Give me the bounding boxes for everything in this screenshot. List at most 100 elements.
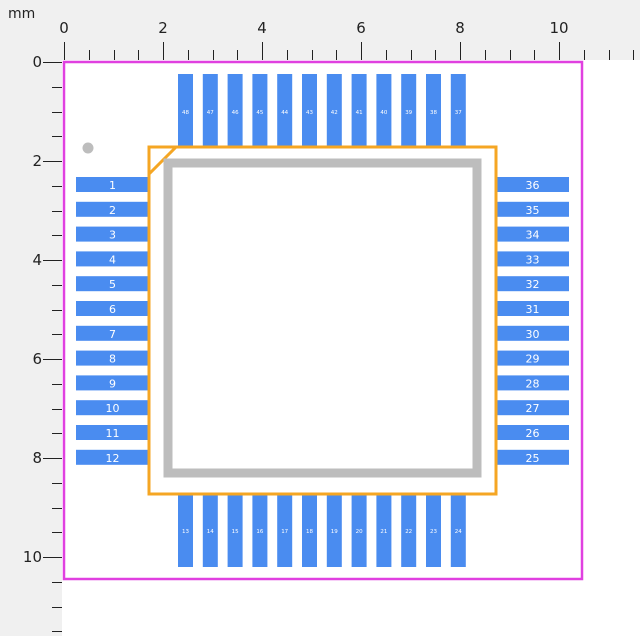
pad-number: 20 — [356, 529, 363, 535]
pad-number: 41 — [356, 110, 363, 116]
pad-number: 32 — [526, 278, 540, 291]
pad-bottom — [326, 494, 342, 567]
pad-number: 11 — [106, 427, 120, 440]
left-ruler-label: 6 — [32, 350, 42, 368]
pad-bottom — [202, 494, 218, 567]
pad-number: 8 — [109, 353, 116, 366]
pad-bottom — [302, 494, 317, 567]
pad-number: 44 — [281, 110, 288, 116]
pad-left — [76, 177, 149, 192]
pad-number: 31 — [526, 303, 540, 316]
pad-top — [302, 74, 317, 147]
pad-left — [76, 400, 149, 416]
pad-number: 21 — [380, 529, 387, 535]
pad-top — [252, 74, 268, 147]
left-ruler-background — [0, 0, 62, 636]
left-ruler-label: 8 — [32, 449, 42, 467]
pad-left — [76, 375, 149, 391]
pad-top — [227, 74, 243, 147]
pad-number: 2 — [109, 204, 116, 217]
pad-right — [496, 350, 569, 366]
pad-number: 48 — [182, 110, 189, 116]
pad-top — [450, 74, 466, 147]
pad-left — [76, 325, 149, 341]
pad-number: 37 — [455, 110, 462, 116]
pad-number: 28 — [526, 377, 540, 390]
pad-right — [496, 177, 569, 192]
left-ruler-label: 0 — [32, 53, 42, 71]
pad-number: 12 — [106, 452, 120, 465]
top-ruler-label: 8 — [455, 19, 465, 37]
pad-number: 30 — [526, 328, 540, 341]
pad-number: 33 — [526, 253, 540, 266]
pad-number: 26 — [526, 427, 540, 440]
pad-left — [76, 350, 149, 366]
pad-right — [496, 301, 569, 316]
pad-number: 25 — [526, 452, 540, 465]
pad-right — [496, 251, 569, 267]
pad-number: 45 — [256, 110, 263, 116]
pad-right — [496, 400, 569, 416]
top-ruler-label: 4 — [257, 19, 267, 37]
courtyard-outline — [62, 60, 584, 581]
pad-bottom — [450, 494, 466, 567]
top-ruler-label: 2 — [158, 19, 168, 37]
pad-top — [426, 74, 441, 147]
pad-number: 27 — [526, 402, 540, 415]
left-ruler-label: 10 — [23, 548, 42, 566]
pad-number: 14 — [207, 529, 214, 535]
pad-number: 15 — [232, 529, 239, 535]
pad-left — [76, 425, 149, 440]
left-ruler-label: 2 — [32, 152, 42, 170]
pad-number: 39 — [405, 110, 412, 116]
pad-bottom — [227, 494, 243, 567]
pad-right — [496, 425, 569, 440]
pad-right — [496, 375, 569, 391]
pad-top — [202, 74, 218, 147]
pad-number: 5 — [109, 278, 116, 291]
pad-right — [496, 226, 569, 242]
pad-bottom — [376, 494, 392, 567]
pad-number: 47 — [207, 110, 214, 116]
pad-number: 43 — [306, 110, 313, 116]
pad-left — [76, 251, 149, 267]
pad-bottom — [401, 494, 417, 567]
pad-right — [496, 201, 569, 217]
pad-left — [76, 201, 149, 217]
pad-number: 1 — [109, 179, 116, 192]
pad-number: 40 — [380, 110, 387, 116]
pad-number: 10 — [106, 402, 120, 415]
pad-top — [178, 74, 193, 147]
pad-top — [401, 74, 417, 147]
pad-right — [496, 449, 569, 465]
pad-number: 42 — [331, 110, 338, 116]
pad-number: 23 — [430, 529, 437, 535]
pad-number: 19 — [331, 529, 338, 535]
pad-top — [351, 74, 367, 147]
pad-number: 38 — [430, 110, 437, 116]
pad-left — [76, 301, 149, 316]
left-ruler-label: 4 — [32, 251, 42, 269]
top-ruler-label: 0 — [59, 19, 69, 37]
pad-left — [76, 226, 149, 242]
pad-bottom — [252, 494, 268, 567]
pad-bottom — [178, 494, 193, 567]
pad-number: 3 — [109, 229, 116, 242]
pad-right — [496, 276, 569, 292]
pad-top — [376, 74, 392, 147]
package-body — [163, 158, 482, 478]
pad-number: 13 — [182, 529, 189, 535]
pad-number: 6 — [109, 303, 116, 316]
pad-number: 29 — [526, 353, 540, 366]
pad-number: 17 — [281, 529, 288, 535]
silkscreen-pin1-corner — [147, 145, 180, 178]
pad-right — [496, 325, 569, 341]
pad-number: 24 — [455, 529, 462, 535]
pad-left — [76, 276, 149, 292]
silkscreen-outline — [147, 145, 498, 496]
